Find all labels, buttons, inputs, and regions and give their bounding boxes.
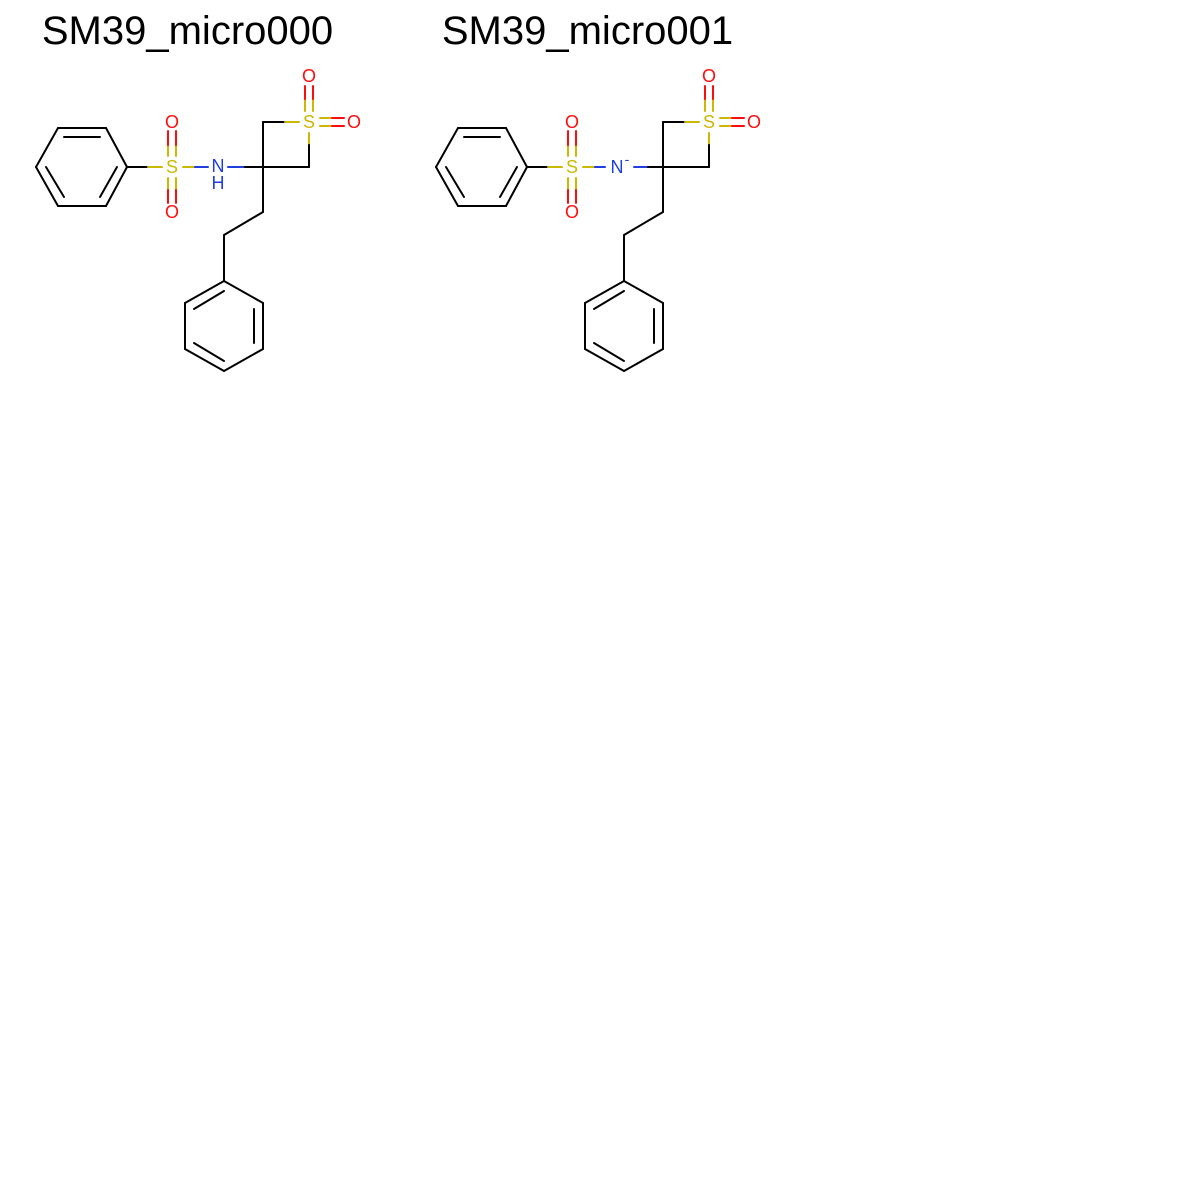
sulfur-atom-label: S: [303, 112, 315, 132]
phenyl-ring-left: [35, 127, 128, 207]
molecule-cell-1: SM39_micro001: [400, 0, 800, 400]
molecule-cell-0: SM39_micro000: [0, 0, 400, 400]
molecule-title: SM39_micro000: [41, 9, 334, 53]
negative-charge-label: -: [625, 151, 630, 167]
nitrogen-atom-label: N: [212, 156, 225, 176]
phenyl-ring-left: [435, 127, 528, 207]
oxygen-atom-label: O: [747, 112, 761, 132]
oxygen-atom-label: O: [565, 112, 579, 132]
molecule-title: SM39_micro001: [441, 9, 734, 53]
oxygen-atom-label: O: [165, 202, 179, 222]
oxygen-atom-label: O: [165, 112, 179, 132]
nitrogen-atom-label: N: [611, 157, 624, 177]
sulfur-atom-label: S: [703, 112, 715, 132]
molecule-structure: S O O N H S O O: [35, 66, 361, 372]
sulfur-atom-label: S: [166, 157, 178, 177]
phenyl-ring-lower: [184, 280, 264, 372]
nitrogen-hydrogen-label: H: [212, 173, 225, 193]
oxygen-atom-label: O: [347, 112, 361, 132]
molecule-structure: S O O N - S O O: [435, 66, 761, 372]
phenyl-ring-lower: [584, 280, 664, 372]
sulfur-atom-label: S: [566, 157, 578, 177]
oxygen-atom-label: O: [702, 66, 716, 86]
oxygen-atom-label: O: [302, 66, 316, 86]
oxygen-atom-label: O: [565, 202, 579, 222]
